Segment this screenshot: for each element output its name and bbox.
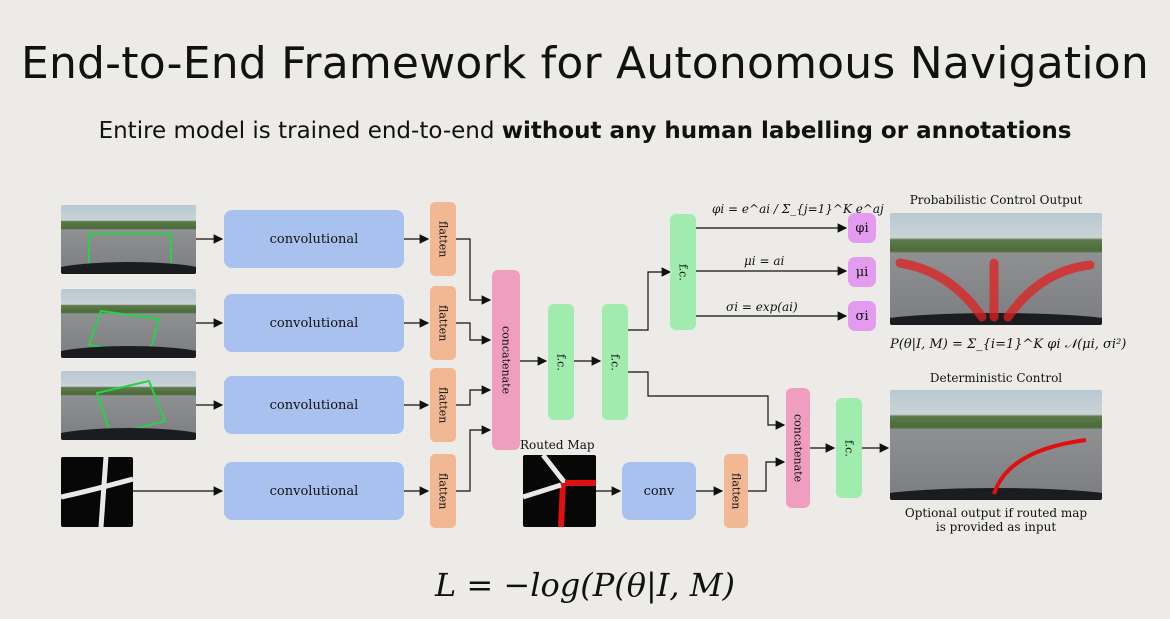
fc-block-4: f.c. [836,398,862,498]
flatten-label: flatten [436,386,450,424]
optional-note: Optional output if routed map is provide… [890,506,1102,534]
convolutional-block-3: convolutional [224,376,404,434]
camera-image-2 [61,289,196,358]
mu-equation: μi = ai [744,254,785,268]
prob-output-image [890,213,1102,325]
phi-equation: φi = e^ai / Σ_{j=1}^K e^aj [712,202,884,216]
sigma-equation: σi = exp(ai) [726,300,798,314]
flatten-label: flatten [436,220,450,258]
roi-box-icon [88,233,172,270]
conv-block: conv [622,462,696,520]
flatten-block-4: flatten [430,454,456,528]
slide-title: End-to-End Framework for Autonomous Navi… [20,38,1150,89]
mu-output: μi [848,257,876,287]
flatten-label: flatten [436,472,450,510]
roi-box-icon [87,309,161,357]
optional-note-line-2: is provided as input [935,520,1057,534]
fc-label: f.c. [608,353,622,371]
sigma-output: σi [848,301,876,331]
phi-output: φi [848,213,876,243]
flatten-block-2: flatten [430,286,456,360]
phi-label: φi [855,220,869,236]
loss-equation: L = −log(P(θ|I, M) [435,566,735,604]
prob-trajectory-icon [895,258,1095,322]
mixture-equation: P(θ|I, M) = Σ_{i=1}^K φi 𝒩(μi, σi²) [890,337,1127,352]
optional-note-line-1: Optional output if routed map [904,506,1088,520]
concatenate-block-2: concatenate [786,388,810,508]
camera-image-3 [61,371,196,440]
subtitle-bold: without any human labelling or annotatio… [501,118,1072,144]
road-map-icon [61,457,133,527]
flatten-block-3: flatten [430,368,456,442]
camera-image-1 [61,205,196,274]
map-image [61,457,133,527]
concatenate-label: concatenate [791,413,805,483]
det-control-image [890,390,1102,500]
fc-block-3: f.c. [670,214,696,330]
convolutional-block-1: convolutional [224,210,404,268]
fc-label: f.c. [676,263,690,281]
routed-map-icon [523,455,596,527]
fc-label: f.c. [554,353,568,371]
flatten-block-1: flatten [430,202,456,276]
fc-block-1: f.c. [548,304,574,420]
routed-map-caption: Routed Map [520,438,595,452]
fc-label: f.c. [842,439,856,457]
sigma-label: σi [855,308,869,324]
flatten-label: flatten [436,304,450,342]
det-trajectory-icon [992,438,1087,495]
slide-subtitle: Entire model is trained end-to-end witho… [0,118,1170,144]
mu-label: μi [855,264,869,280]
flatten-label: flatten [729,472,743,510]
det-control-caption: Deterministic Control [929,371,1063,385]
flatten-block-5: flatten [724,454,748,528]
convolutional-block-2: convolutional [224,294,404,352]
routed-map-image [523,455,596,527]
prob-output-caption: Probabilistic Control Output [909,193,1083,207]
concatenate-label: concatenate [499,325,513,395]
convolutional-block-4: convolutional [224,462,404,520]
roi-box-icon [95,379,167,437]
subtitle-plain: Entire model is trained end-to-end [98,118,502,144]
fc-block-2: f.c. [602,304,628,420]
concatenate-block-1: concatenate [492,270,520,450]
